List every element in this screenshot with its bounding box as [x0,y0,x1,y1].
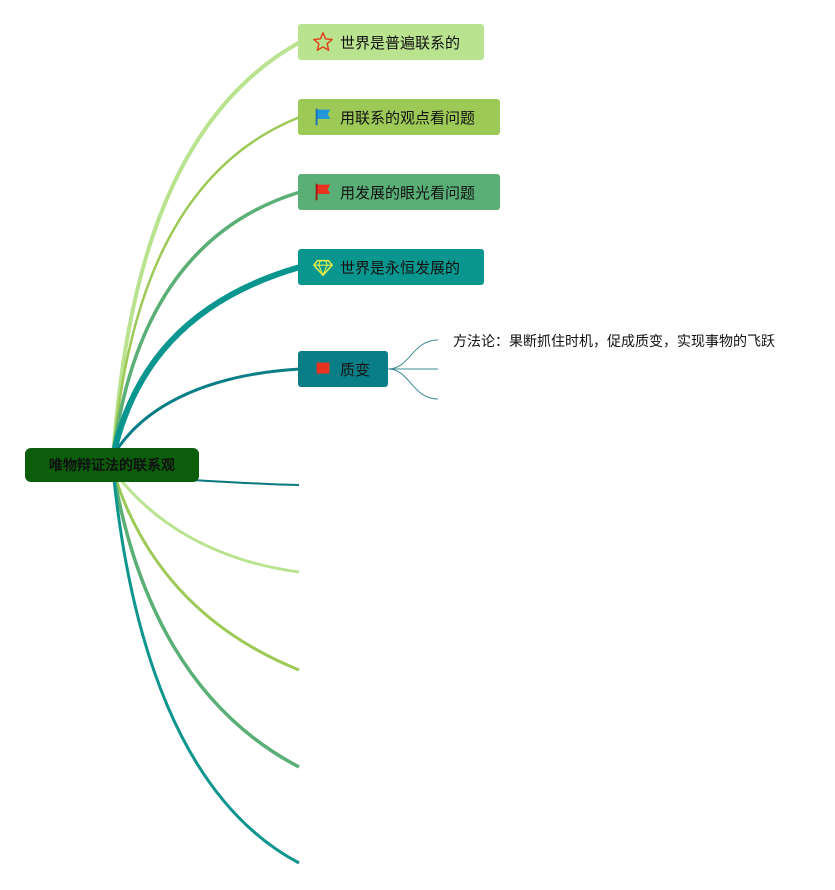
topic-node-5[interactable]: 质变 [298,351,388,387]
topic-label-3: 用发展的眼光看问题 [340,183,476,202]
branch-line-8 [111,469,300,672]
branch-line-10 [111,469,300,865]
topic-label-1: 世界是普遍联系的 [340,33,461,52]
branch-line-9 [111,469,300,769]
star-icon [312,31,334,53]
red-flag-icon [312,181,334,203]
topic-node-4[interactable]: 世界是永恒发展的 [298,249,484,285]
topic-node-3[interactable]: 用发展的眼光看问题 [298,174,500,210]
blue-flag-icon [312,106,334,128]
subtopic-note[interactable]: 方法论：果断抓住时机，促成质变，实现事物的飞跃 [453,334,775,350]
sub-branch-line-1 [387,339,439,370]
branch-line-1 [111,40,301,457]
diamond-icon [312,256,334,278]
branch-line-5 [111,367,301,457]
topic-label-5: 质变 [340,360,371,379]
topic-label-4: 世界是永恒发展的 [340,258,461,277]
branch-line-3 [111,190,301,457]
branch-line-2 [111,115,301,457]
root-topic-label: 唯物辩证法的联系观 [49,458,175,474]
topic-node-1[interactable]: 世界是普遍联系的 [298,24,484,60]
sub-branch-line-3 [387,368,439,400]
red-flag-icon [312,358,334,380]
topic-label-2: 用联系的观点看问题 [340,108,476,127]
root-topic[interactable]: 唯物辩证法的联系观 [25,448,199,482]
topic-node-2[interactable]: 用联系的观点看问题 [298,99,500,135]
branch-line-4 [110,264,301,457]
branch-line-7 [111,469,300,574]
